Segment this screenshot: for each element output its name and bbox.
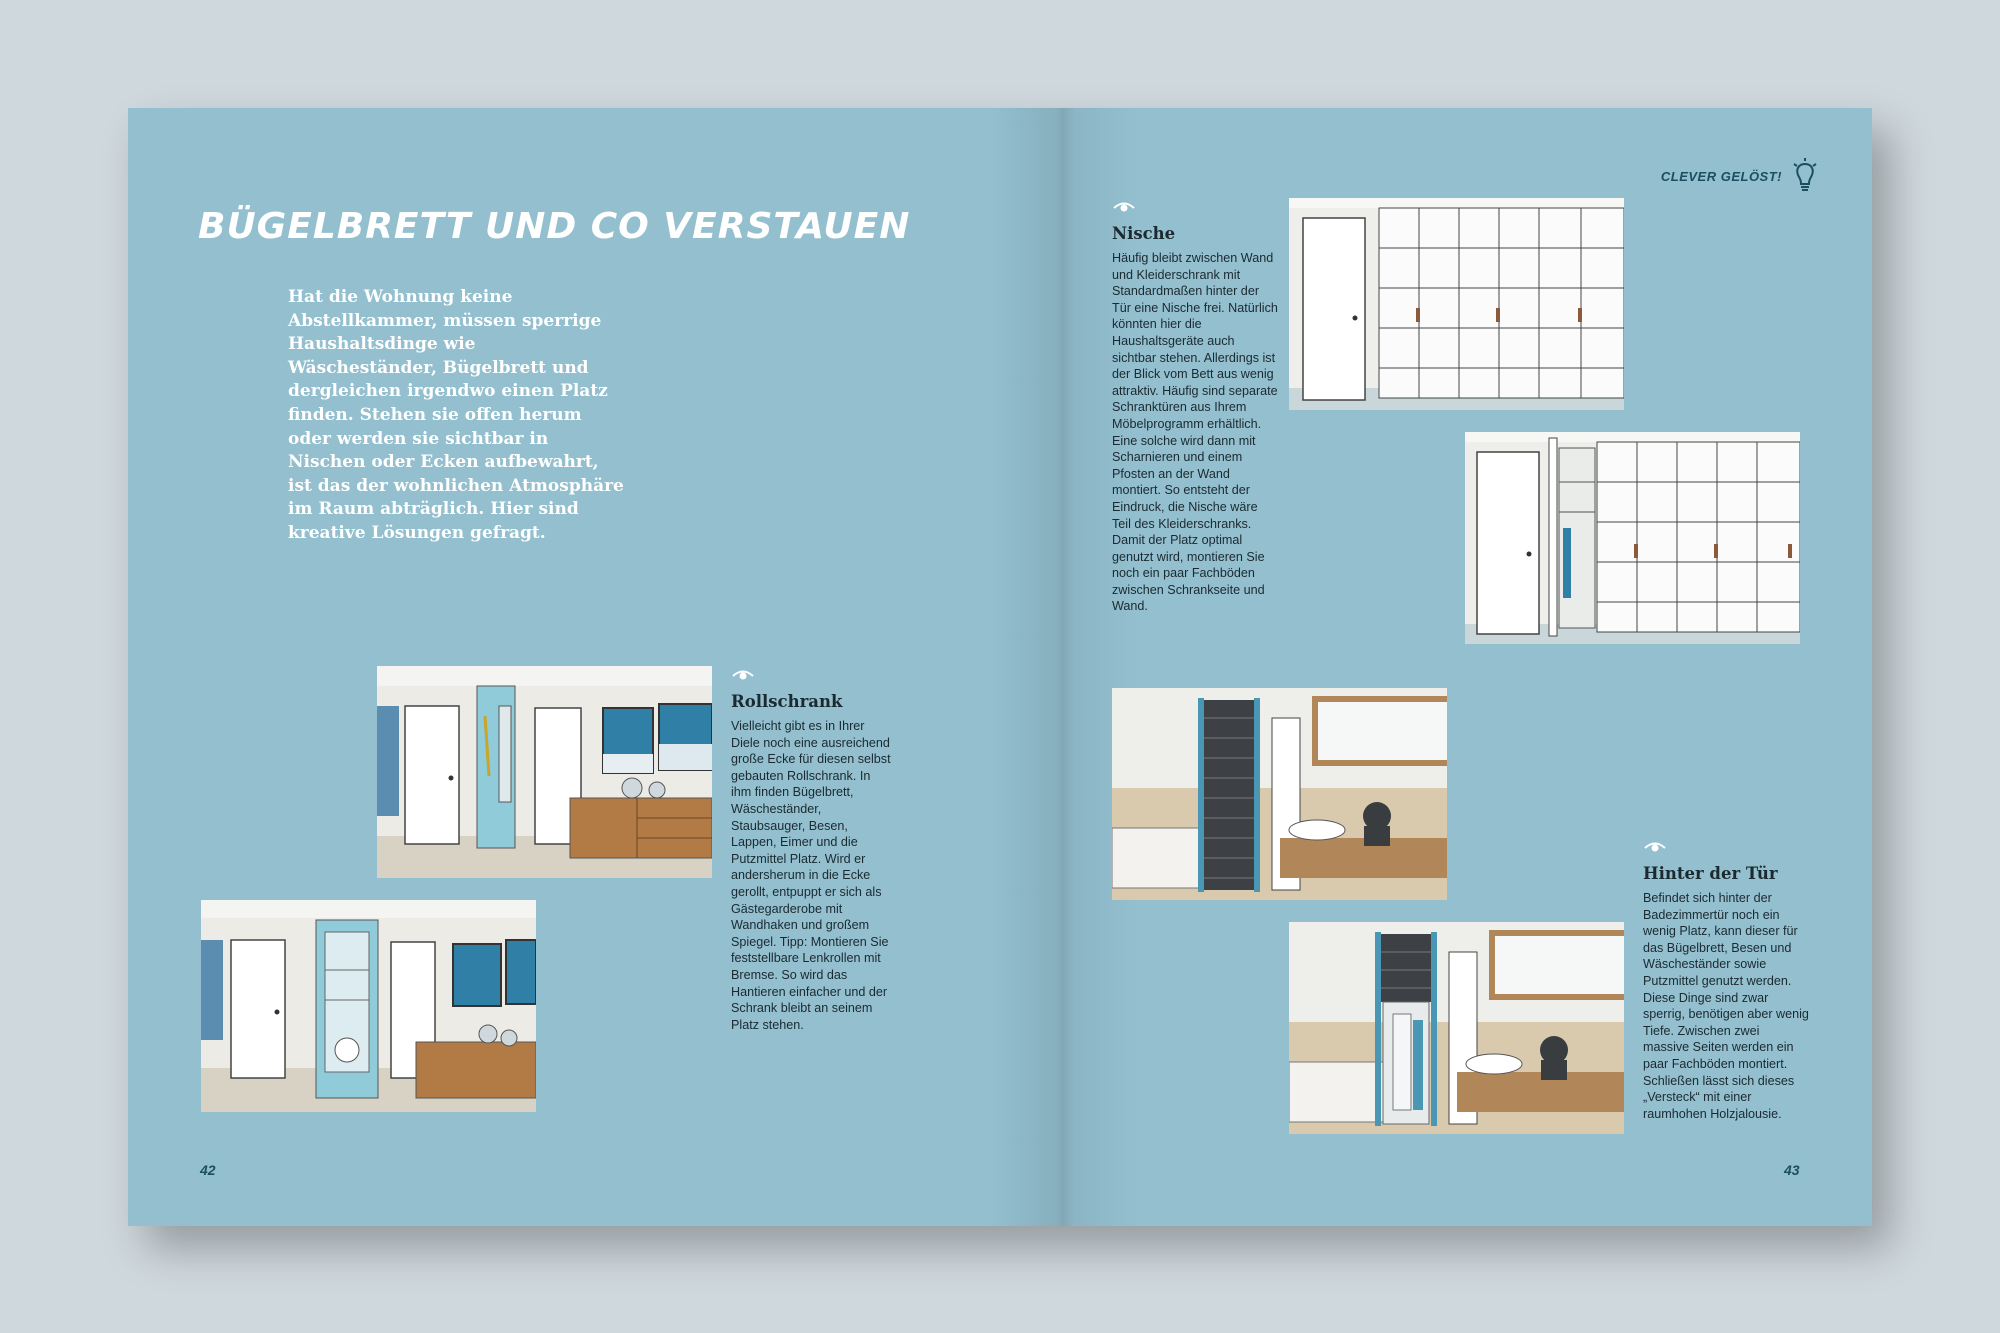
hinter-tuer-body: Befindet sich hinter der Badezimmertür n… <box>1643 891 1809 1121</box>
page-title: BÜGELBRETT UND CO VERSTAUEN <box>198 206 911 247</box>
rollschrank-illustration-open <box>377 666 712 878</box>
section-label: CLEVER GELÖST! <box>1661 158 1818 194</box>
rollschrank-heading: Rollschrank <box>731 692 843 711</box>
page-number-right: 43 <box>1784 1162 1800 1178</box>
magazine-spread: BÜGELBRETT UND CO VERSTAUEN Hat die Wohn… <box>128 108 1872 1226</box>
rollschrank-illustration-closed <box>201 900 536 1112</box>
bathroom-illustration-open <box>1289 922 1624 1134</box>
nische-heading: Nische <box>1112 224 1176 243</box>
eye-icon <box>1113 202 1135 212</box>
nische-illustration-open <box>1289 198 1624 410</box>
section-label-text: CLEVER GELÖST! <box>1660 168 1782 184</box>
rollschrank-body: Vielleicht gibt es in Ihrer Diele noch e… <box>731 719 891 1032</box>
intro-paragraph: Hat die Wohnung keine Abstellkammer, müs… <box>288 287 624 543</box>
eye-icon <box>732 670 754 680</box>
eye-icon <box>1644 842 1666 852</box>
nische-illustration-shelves <box>1465 432 1800 644</box>
page-number-left: 42 <box>200 1162 216 1178</box>
bathroom-illustration-closed <box>1112 688 1447 900</box>
page-gutter <box>988 108 1138 1226</box>
nische-body: Häufig bleibt zwischen Wand und Kleiders… <box>1112 251 1278 614</box>
lightbulb-icon <box>1793 158 1817 191</box>
hinter-tuer-heading: Hinter der Tür <box>1643 864 1778 883</box>
